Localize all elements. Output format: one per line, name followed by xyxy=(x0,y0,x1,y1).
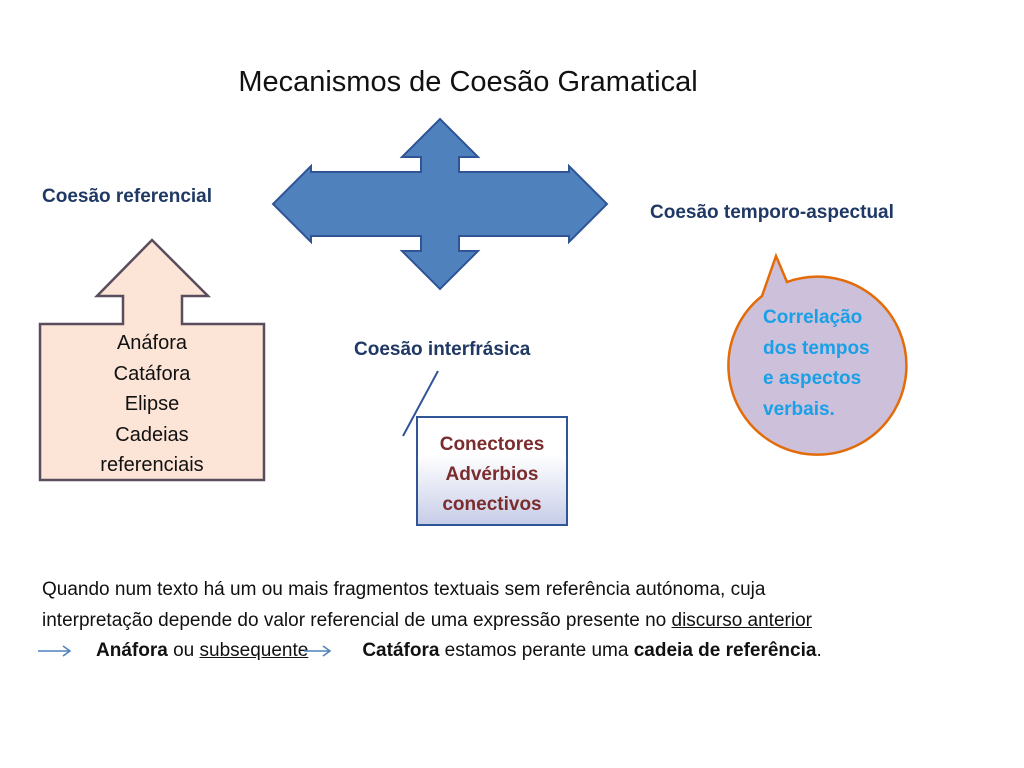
up-arrow-callout-icon xyxy=(38,238,266,482)
list-item: conectivos xyxy=(442,494,542,515)
list-item: Conectores xyxy=(439,434,545,455)
subsequente-term: subsequente xyxy=(199,640,309,661)
cadeia-de-referencia-term: cadeia de referência xyxy=(633,640,817,661)
paragraph-text: estamos perante uma xyxy=(439,640,634,661)
heading-coesao-interfrasica: Coesão interfrásica xyxy=(354,339,531,360)
referencial-items: Anáfora Catáfora Elipse Cadeias referenc… xyxy=(40,328,264,481)
right-arrow-icon xyxy=(38,645,72,657)
paragraph-line-3: Anáfora ou subsequente Catáfora estamos p… xyxy=(38,636,1002,667)
paragraph-text: interpretação depende do valor referenci… xyxy=(42,609,672,631)
list-item: referenciais xyxy=(100,454,204,476)
paragraph-line-2: interpretação depende do valor referenci… xyxy=(42,606,1002,637)
right-arrow-icon xyxy=(304,645,332,657)
heading-coesao-temporo-aspectual: Coesão temporo-aspectual xyxy=(650,202,894,223)
paragraph-text: . xyxy=(816,640,822,661)
list-item: dos tempos xyxy=(763,337,870,359)
list-item: Anáfora xyxy=(116,332,188,354)
connector-line xyxy=(402,370,439,437)
explanation-paragraph: Quando num texto há um ou mais fragmento… xyxy=(38,575,1002,667)
discurso-anterior-term: discurso anterior xyxy=(671,609,812,631)
interfrasica-box: Conectores Advérbios conectivos xyxy=(416,416,568,526)
list-item: verbais. xyxy=(763,398,835,420)
paragraph-line-1: Quando num texto há um ou mais fragmento… xyxy=(42,579,766,600)
list-item: Elipse xyxy=(124,393,180,415)
slide-title: Mecanismos de Coesão Gramatical xyxy=(238,66,698,98)
list-item: Advérbios xyxy=(445,464,539,485)
anafora-term: Anáfora xyxy=(96,640,168,661)
paragraph-text: ou xyxy=(167,640,200,661)
list-item: Cadeias xyxy=(115,423,189,446)
heading-coesao-referencial: Coesão referencial xyxy=(42,186,213,207)
list-item: Correlação xyxy=(763,307,863,328)
four-way-arrow-icon xyxy=(271,117,609,291)
catafora-term: Catáfora xyxy=(362,640,440,661)
list-item: e aspectos xyxy=(763,368,862,389)
temporo-items: Correlação dos tempos e aspectos verbais… xyxy=(763,303,870,425)
speech-balloon-icon xyxy=(727,252,908,456)
list-item: Catáfora xyxy=(113,362,191,385)
